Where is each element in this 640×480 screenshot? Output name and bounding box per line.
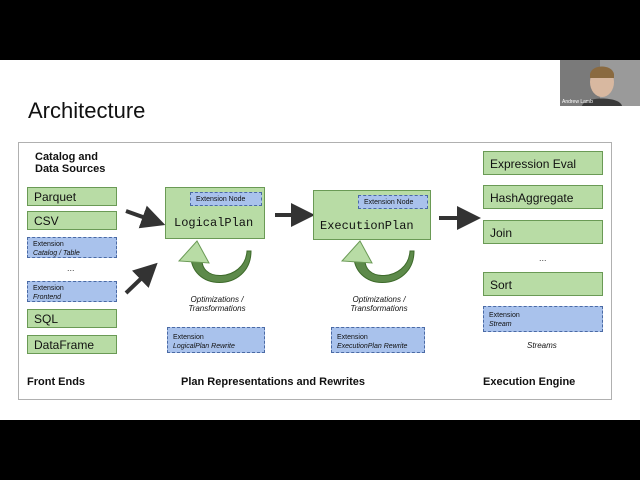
extension-frontend-box: Extension Frontend [27,281,117,302]
extension-stream-line1: Extension [489,312,520,319]
catalog-heading-line1: Catalog and [35,151,98,163]
hash-aggregate-box: HashAggregate [483,185,603,209]
extension-stream-line2: Stream [489,321,512,328]
front-ends-label: Front Ends [27,376,86,388]
extension-exec-rewrite-line1: Extension [337,334,368,341]
extension-catalog-box: Extension Catalog / Table [27,237,117,258]
extension-frontend-line2: Frontend [33,294,62,301]
plan-representations-label: Plan Representations and Rewrites [181,376,365,388]
webcam-caption: Andrew Lamb [562,99,593,105]
extension-exec-rewrite-line2: ExecutionPlan Rewrite [337,343,408,350]
loop-arrow-logical [190,250,252,283]
parquet-box: Parquet [27,187,117,206]
slide: Architecture Catalog and Data Source [0,60,640,420]
extension-catalog-line2: Catalog / Table [33,250,80,257]
streams-caption: Streams [527,341,557,350]
expression-eval-box: Expression Eval [483,151,603,175]
logical-plan-box: Extension Node LogicalPlan [165,187,265,239]
sql-box: SQL [27,309,117,328]
extension-logicalplan-rewrite-box: Extension LogicalPlan Rewrite [167,327,265,353]
optimizations-left-line2: Transformations [188,304,246,313]
optimizations-right-line2: Transformations [350,304,408,313]
execution-plan-name: ExecutionPlan [320,219,414,233]
optimizations-right: Optimizations / Transformations [331,295,427,313]
optimizations-left-line1: Optimizations / [190,295,244,304]
optimizations-left: Optimizations / Transformations [169,295,265,313]
extension-executionplan-rewrite-box: Extension ExecutionPlan Rewrite [331,327,425,353]
sort-box: Sort [483,272,603,296]
presenter-avatar [560,60,640,106]
loop-arrow-execution-head [340,240,373,264]
optimizations-right-line1: Optimizations / [352,295,406,304]
architecture-diagram: Catalog and Data Sources Parquet CSV Ext… [18,142,612,400]
execution-plan-box: Extension Node ExecutionPlan [313,190,431,240]
execution-extension-node: Extension Node [358,195,428,209]
execution-engine-label: Execution Engine [483,376,576,388]
loop-arrow-logical-head [177,240,210,264]
extension-logical-rewrite-line1: Extension [173,334,204,341]
extension-stream-box: Extension Stream [483,306,603,332]
logical-extension-node: Extension Node [190,192,262,206]
engine-ellipsis: ... [539,253,547,263]
front-ends-ellipsis: ... [67,263,75,273]
catalog-heading-line2: Data Sources [35,163,106,175]
extension-frontend-line1: Extension [33,285,64,292]
loop-arrow-execution [353,250,415,283]
join-box: Join [483,220,603,244]
arrow-frontends-upper [125,205,166,229]
extension-logical-rewrite-line2: LogicalPlan Rewrite [173,343,235,350]
catalog-heading: Catalog and Data Sources [35,151,105,175]
arrow-frontends-lower [124,262,158,295]
slide-title: Architecture [28,98,146,123]
extension-catalog-line1: Extension [33,241,64,248]
logical-plan-name: LogicalPlan [174,216,254,230]
csv-box: CSV [27,211,117,230]
webcam-thumbnail: Andrew Lamb [560,60,640,106]
dataframe-box: DataFrame [27,335,117,354]
diagram-arrows [124,203,481,295]
